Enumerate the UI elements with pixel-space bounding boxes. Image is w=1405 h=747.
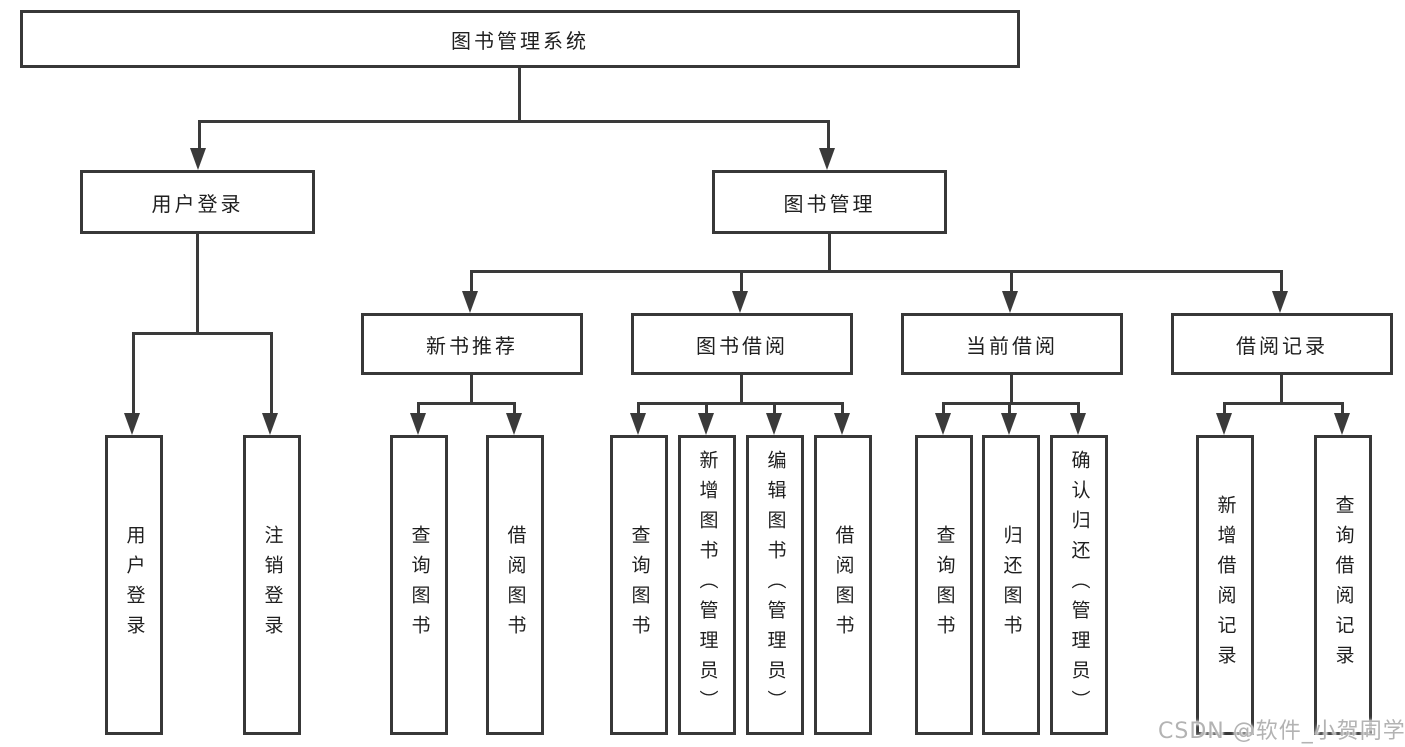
connector-drop-leaf-login: [132, 332, 135, 414]
connector-new-book-crossbar: [417, 402, 516, 405]
connector-drop-borrow-records: [1280, 270, 1283, 293]
connector-book-mgmt-crossbar: [470, 270, 1283, 273]
connector-drop-leaf: [417, 402, 420, 415]
connector-drop-current-borrow: [1010, 270, 1013, 293]
node-borrow-records-label: 借阅记录: [1236, 333, 1328, 358]
arrowhead-down: [630, 413, 646, 435]
leaf-user-login: 用户登录: [105, 435, 163, 735]
connector-drop-leaf: [705, 402, 708, 415]
connector-book-mgmt-trunk: [828, 232, 831, 273]
leaf-add-book-admin-label: 新增图书（管理员）: [696, 450, 719, 720]
leaf-query-books-current: 查询图书: [915, 435, 973, 735]
leaf-add-borrow-record: 新增借阅记录: [1196, 435, 1254, 735]
arrowhead-down: [766, 413, 782, 435]
arrowhead-down: [262, 413, 278, 435]
leaf-edit-book-admin-label: 编辑图书（管理员）: [764, 450, 787, 720]
leaf-logout: 注销登录: [243, 435, 301, 735]
leaf-query-books-borrow: 查询图书: [610, 435, 668, 735]
leaf-borrow-books-recommend-label: 借阅图书: [504, 525, 527, 645]
connector-drop-leaf: [1223, 402, 1226, 415]
connector-drop-leaf: [513, 402, 516, 415]
node-new-book-recommend-label: 新书推荐: [426, 333, 518, 358]
leaf-return-book-label: 归还图书: [1000, 525, 1023, 645]
node-book-borrow: 图书借阅: [631, 313, 853, 375]
arrowhead-down: [819, 148, 835, 170]
connector-drop-leaf: [773, 402, 776, 415]
connector-drop-leaf: [637, 402, 640, 415]
connector-drop-new-book: [470, 270, 473, 293]
node-current-borrow: 当前借阅: [901, 313, 1123, 375]
connector-new-book-trunk: [470, 375, 473, 405]
connector-borrow-records-trunk: [1280, 375, 1283, 405]
connector-user-login-trunk: [196, 232, 199, 335]
leaf-query-books-borrow-label: 查询图书: [628, 525, 651, 645]
arrowhead-down: [190, 148, 206, 170]
arrowhead-down: [1070, 413, 1086, 435]
connector-drop-leaf: [942, 402, 945, 415]
leaf-add-borrow-record-label: 新增借阅记录: [1214, 495, 1237, 675]
arrowhead-down: [1272, 291, 1288, 313]
node-new-book-recommend: 新书推荐: [361, 313, 583, 375]
node-user-login: 用户登录: [80, 170, 315, 234]
connector-drop-user-login: [198, 120, 201, 150]
leaf-query-borrow-record-label: 查询借阅记录: [1332, 495, 1355, 675]
leaf-return-book: 归还图书: [982, 435, 1040, 735]
node-user-login-label: 用户登录: [151, 191, 244, 216]
leaf-query-books-current-label: 查询图书: [933, 525, 956, 645]
connector-root-crossbar: [198, 120, 830, 123]
connector-borrow-records-crossbar: [1223, 402, 1344, 405]
leaf-confirm-return-admin-label: 确认归还（管理员）: [1068, 450, 1091, 720]
arrowhead-down: [410, 413, 426, 435]
connector-drop-leaf: [1077, 402, 1080, 415]
connector-root-trunk: [518, 68, 521, 122]
leaf-user-login-label: 用户登录: [123, 525, 146, 645]
arrowhead-down: [698, 413, 714, 435]
arrowhead-down: [935, 413, 951, 435]
connector-book-borrow-crossbar: [637, 402, 844, 405]
node-borrow-records: 借阅记录: [1171, 313, 1393, 375]
node-root: 图书管理系统: [20, 10, 1020, 68]
connector-drop-leaf: [1341, 402, 1344, 415]
arrowhead-down: [1334, 413, 1350, 435]
connector-drop-leaf-logout: [270, 332, 273, 414]
leaf-borrow-books-label: 借阅图书: [832, 525, 855, 645]
leaf-query-borrow-record: 查询借阅记录: [1314, 435, 1372, 735]
node-current-borrow-label: 当前借阅: [966, 333, 1058, 358]
connector-drop-leaf: [841, 402, 844, 415]
arrowhead-down: [462, 291, 478, 313]
node-book-management-label: 图书管理: [783, 191, 876, 216]
arrowhead-down: [1216, 413, 1232, 435]
node-book-management: 图书管理: [712, 170, 947, 234]
leaf-add-book-admin: 新增图书（管理员）: [678, 435, 736, 735]
connector-drop-book-management: [827, 120, 830, 150]
arrowhead-down: [1002, 291, 1018, 313]
node-root-label: 图书管理系统: [451, 28, 589, 53]
leaf-borrow-books-recommend: 借阅图书: [486, 435, 544, 735]
connector-current-borrow-trunk: [1010, 375, 1013, 405]
arrowhead-down: [1001, 413, 1017, 435]
connector-book-borrow-trunk: [740, 375, 743, 405]
arrowhead-down: [506, 413, 522, 435]
leaf-query-books-recommend: 查询图书: [390, 435, 448, 735]
watermark: CSDN @软件_小贺同学: [1158, 719, 1405, 744]
leaf-logout-label: 注销登录: [261, 525, 284, 645]
connector-drop-leaf: [1008, 402, 1011, 415]
leaf-confirm-return-admin: 确认归还（管理员）: [1050, 435, 1108, 735]
connector-user-login-crossbar: [132, 332, 273, 335]
leaf-edit-book-admin: 编辑图书（管理员）: [746, 435, 804, 735]
connector-drop-book-borrow: [740, 270, 743, 293]
arrowhead-down: [124, 413, 140, 435]
leaf-query-books-recommend-label: 查询图书: [408, 525, 431, 645]
node-book-borrow-label: 图书借阅: [696, 333, 788, 358]
arrowhead-down: [834, 413, 850, 435]
connector-current-borrow-crossbar: [942, 402, 1080, 405]
arrowhead-down: [732, 291, 748, 313]
leaf-borrow-books: 借阅图书: [814, 435, 872, 735]
